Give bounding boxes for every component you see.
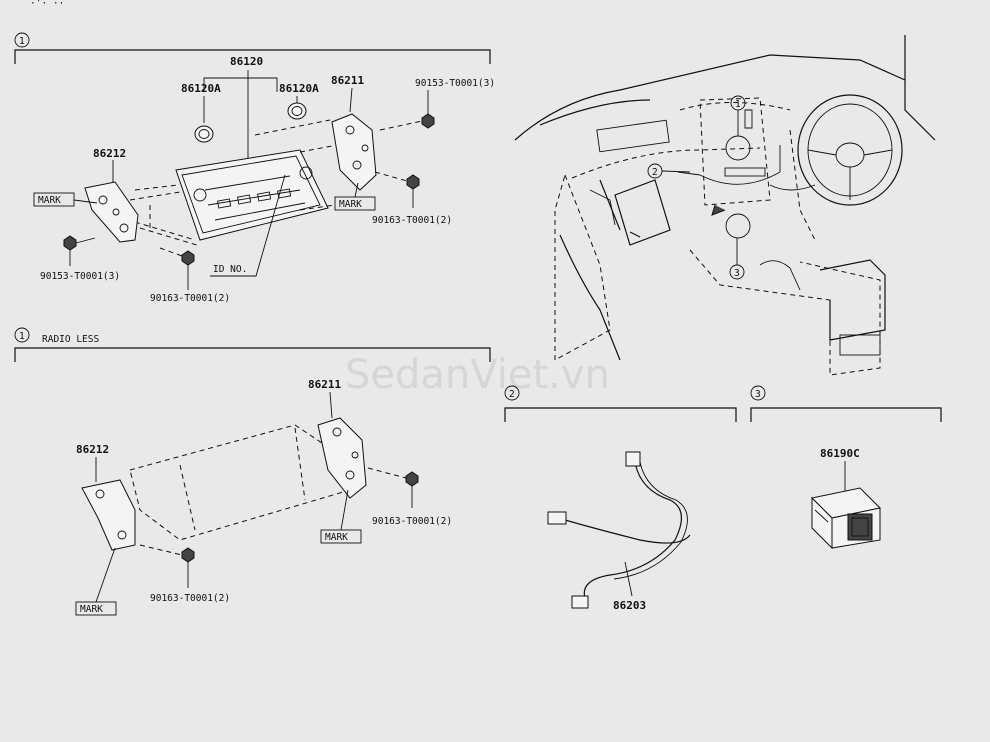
accessory-socket-86190C [810, 487, 882, 550]
dashboard-illustration [514, 35, 936, 376]
bracket-86212-rl [81, 479, 136, 551]
label-86211: 86211 [331, 74, 364, 87]
section-1-radio-less-marker: 1 [14, 327, 30, 343]
label-86190C: 86190C [820, 447, 860, 460]
section-2-bracket [504, 407, 737, 422]
radio-less-caption: RADIO LESS [42, 334, 99, 345]
bolt-90163-rl-bottom [139, 544, 195, 563]
bolt-90153-left [63, 235, 96, 251]
knob-86120A-right [287, 102, 307, 120]
bolt-90163-right [374, 171, 420, 190]
bracket-86211 [331, 113, 377, 191]
section-3-marker: 3 [750, 385, 766, 401]
bolt-90153-right [421, 113, 435, 129]
bolt-90163-rl-right [367, 467, 419, 487]
label-90163-rl-right: 90163-T0001(2) [372, 516, 452, 527]
dash-callout-3: 3 [729, 238, 745, 280]
svg-text:2: 2 [652, 167, 658, 178]
wire-harness-86203 [547, 451, 691, 609]
dash-callout-2: 2 [647, 163, 691, 179]
bracket-86211-rl [317, 417, 367, 499]
dash-callout-1: 1 [730, 95, 746, 136]
label-90163-bottom: 90163-T0001(2) [150, 293, 230, 304]
radio-head-unit [175, 149, 329, 241]
svg-text:2: 2 [509, 389, 515, 400]
knob-86120A-left [194, 125, 214, 143]
bracket-86212 [84, 181, 139, 243]
mark-box-rl-right: MARK [320, 529, 362, 544]
label-86120A-left: 86120A [181, 82, 221, 95]
svg-text:3: 3 [734, 268, 740, 279]
svg-text:3: 3 [755, 389, 761, 400]
radio-slot-dashed-outline [129, 424, 351, 541]
leader-id-no [210, 174, 286, 277]
section-3-bracket [750, 407, 942, 422]
section-1-marker: 1 [14, 32, 30, 48]
label-90153-top: 90153-T0001(3) [415, 78, 495, 89]
label-86203: 86203 [613, 599, 646, 612]
section-2-marker: 2 [504, 385, 520, 401]
mark-box-left: MARK [33, 192, 75, 207]
svg-text:1: 1 [735, 99, 741, 110]
section-1-radio-less-bracket [14, 347, 491, 362]
svg-text:MARK: MARK [325, 532, 348, 543]
label-86120A-right: 86120A [279, 82, 319, 95]
svg-text:MARK: MARK [38, 195, 61, 206]
label-86211-rl: 86211 [308, 378, 341, 391]
label-90163-rl-bottom: 90163-T0001(2) [150, 593, 230, 604]
watermark: SedanViet.vn [345, 352, 610, 398]
label-90153-bottom: 90153-T0001(3) [40, 271, 120, 282]
svg-text:MARK: MARK [339, 199, 362, 210]
bolt-90163-bottom [159, 247, 195, 266]
label-86120: 86120 [230, 55, 263, 68]
mark-box-right: MARK [334, 196, 376, 211]
svg-text:MARK: MARK [80, 604, 103, 615]
header-fragment: ·’· ·· [30, 0, 64, 9]
svg-text:1: 1 [19, 331, 25, 342]
label-90163-right: 90163-T0001(2) [372, 215, 452, 226]
mark-box-rl-left: MARK [75, 601, 117, 616]
label-86212-rl: 86212 [76, 443, 109, 456]
bracket-86120 [203, 77, 278, 92]
section-1-bracket [14, 49, 491, 64]
label-id-no: ID NO. [213, 264, 247, 275]
label-86212: 86212 [93, 147, 126, 160]
chassis-dashed-outline [134, 119, 336, 241]
svg-text:1: 1 [19, 36, 25, 47]
